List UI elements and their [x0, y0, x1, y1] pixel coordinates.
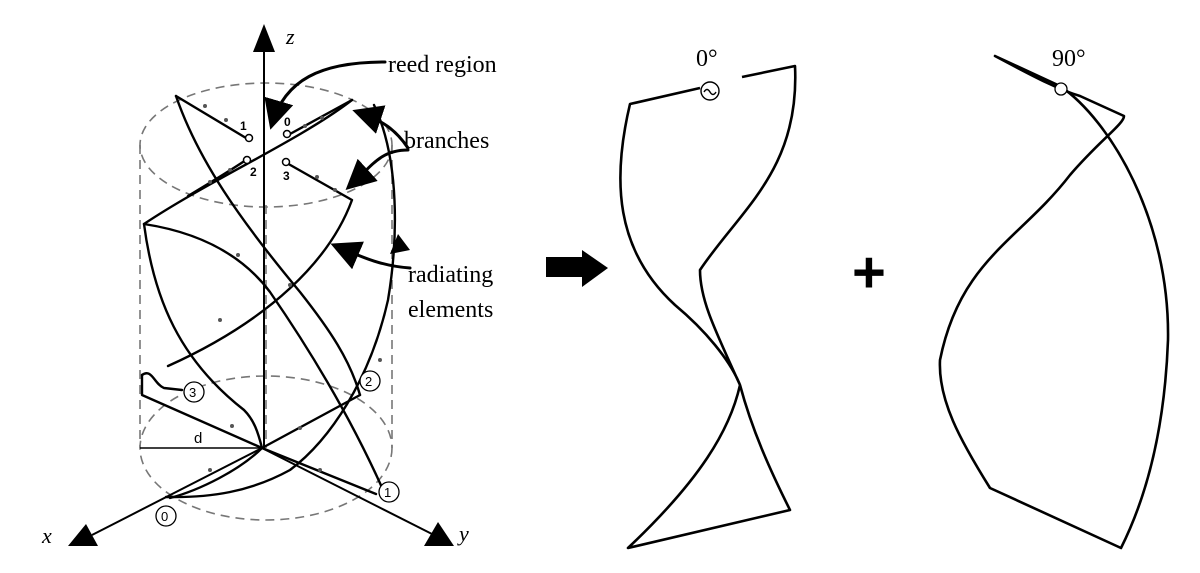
x-axis	[68, 447, 263, 546]
cylinder-outline	[139, 82, 393, 521]
callout-elements: elements	[408, 297, 493, 323]
callout-arrows	[264, 60, 412, 270]
feed-point-2	[242, 155, 252, 165]
feed-point-0	[282, 129, 292, 139]
z-axis-label: z	[285, 24, 295, 49]
callout-radiating: radiating	[408, 262, 493, 288]
loop-0-degree	[619, 64, 797, 550]
element-dots	[203, 104, 382, 472]
circled-number-1: 1	[384, 485, 391, 500]
y-axis-label: y	[457, 521, 469, 546]
phase-label-0: 0°	[696, 46, 718, 72]
phase-label-90: 90°	[1052, 46, 1086, 72]
z-axis	[253, 24, 275, 448]
y-axis	[261, 447, 454, 546]
diameter-label: d	[194, 430, 202, 447]
plus-sign: +	[852, 240, 886, 305]
x-axis-label: x	[41, 523, 52, 548]
feed-point-3	[281, 157, 291, 167]
transform-arrow	[546, 250, 608, 287]
circled-number-0: 0	[161, 509, 168, 524]
feed-number-3: 3	[283, 169, 290, 183]
helix-elements	[140, 94, 397, 500]
loop-90-degree	[938, 54, 1170, 550]
callout-branches: branches	[404, 128, 489, 154]
feed-points	[242, 129, 292, 167]
circled-number-2: 2	[365, 374, 372, 389]
feed-point-1	[244, 133, 254, 143]
circled-number-3: 3	[189, 385, 196, 400]
feed-number-1: 1	[240, 119, 247, 133]
helix-3d-figure: d z x y	[41, 24, 497, 548]
circled-numbers	[155, 370, 400, 527]
callout-reed-region: reed region	[388, 52, 497, 78]
radiating-arrowhead-right	[390, 234, 410, 254]
feed-source-90	[1054, 82, 1068, 96]
feed-number-2: 2	[250, 165, 257, 179]
feed-number-0: 0	[284, 115, 291, 129]
